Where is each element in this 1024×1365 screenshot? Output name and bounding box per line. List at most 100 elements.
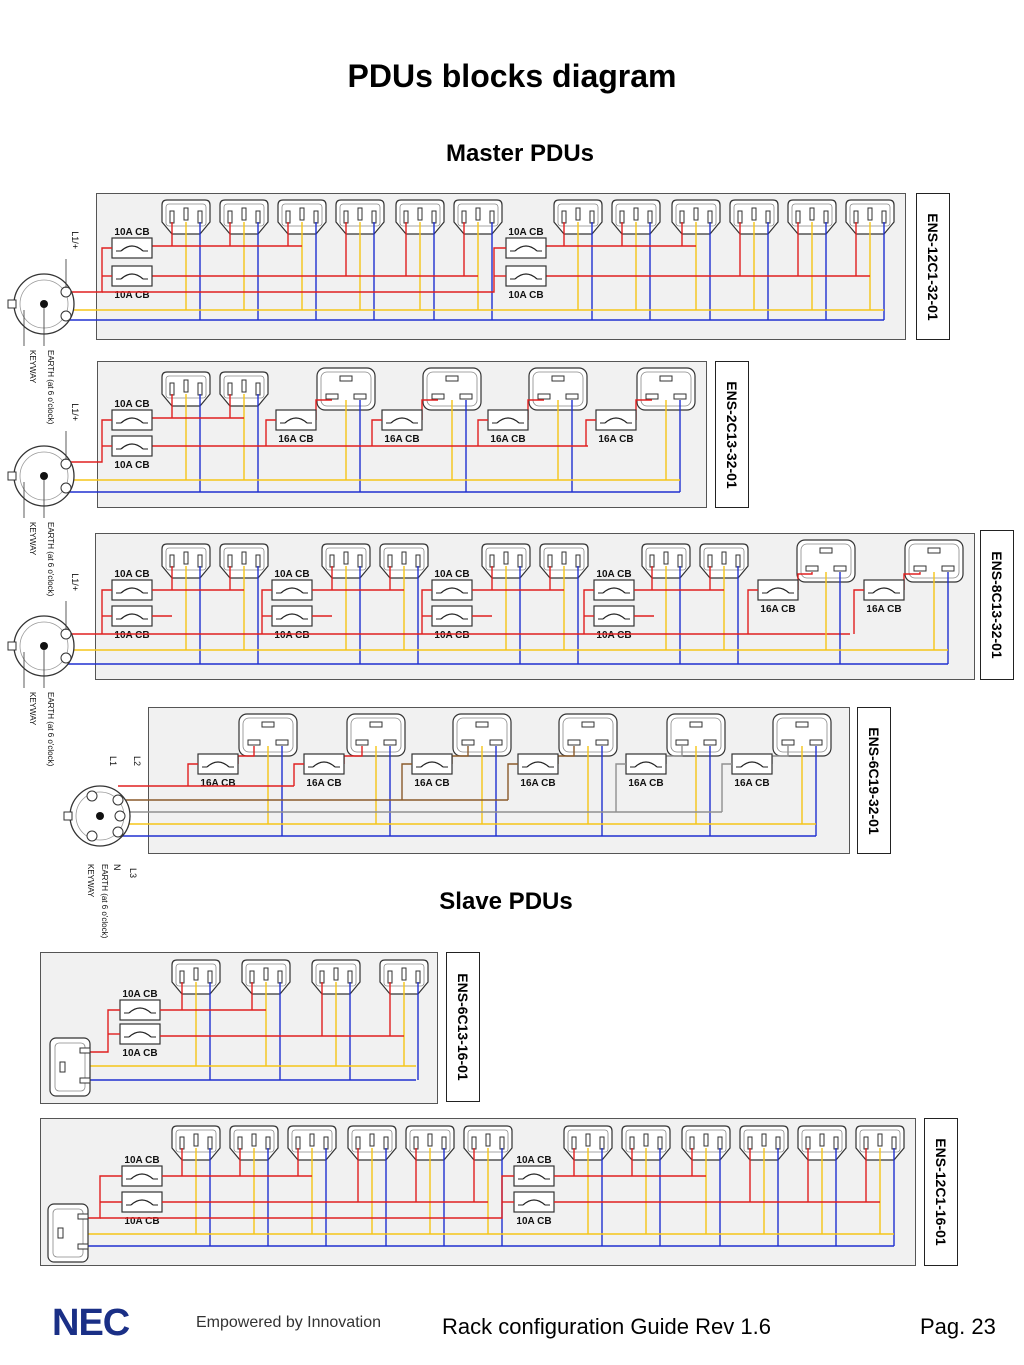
diagram-label: 10A CB xyxy=(114,290,149,301)
outlet-pin xyxy=(689,1136,695,1150)
diagram-label: 10A CB xyxy=(516,1216,551,1227)
outlet-pin xyxy=(795,721,809,728)
outlet-pin xyxy=(207,1136,213,1150)
circuit-breaker-icon xyxy=(111,435,153,457)
inlet-pin xyxy=(57,1227,64,1239)
circuit-breaker-icon xyxy=(111,265,153,287)
outlet-pin xyxy=(475,721,489,728)
diagram-label: 16A CB xyxy=(414,778,449,789)
outlet-pin xyxy=(677,554,683,568)
outlet-pin xyxy=(565,393,579,400)
outlet-pin xyxy=(401,967,407,981)
outlet-pin xyxy=(575,554,581,568)
outlet-pin xyxy=(193,1133,199,1147)
footer-page-number: Pag. 23 xyxy=(920,1314,996,1339)
breaker-symbol xyxy=(120,417,144,424)
outlet-pin xyxy=(649,554,655,568)
outlet-pin xyxy=(833,565,847,572)
breaker-symbol xyxy=(120,443,144,450)
wire xyxy=(401,763,412,800)
outlet-pin xyxy=(717,1136,723,1150)
circuit-breaker-icon xyxy=(111,605,153,627)
circuit-breaker-icon xyxy=(595,409,637,431)
diagram-label: 16A CB xyxy=(200,778,235,789)
outlet-pin xyxy=(169,554,175,568)
diagram-label: 10A CB xyxy=(114,399,149,410)
diagram-label: 10A CB xyxy=(274,630,309,641)
outlet-pin xyxy=(183,207,189,221)
slave-pdus-heading: Slave PDUs xyxy=(439,888,573,915)
outlet-pin xyxy=(721,551,727,565)
wire xyxy=(615,763,626,812)
connector-pin xyxy=(86,830,98,842)
circuit-breaker-icon xyxy=(197,753,239,775)
diagram-label: 10A CB xyxy=(508,227,543,238)
outlet-pin xyxy=(853,210,859,224)
outlet-pin xyxy=(703,1133,709,1147)
diagram-label: 10A CB xyxy=(114,569,149,580)
outlet-pin xyxy=(823,210,829,224)
diagram-label: 16A CB xyxy=(598,434,633,445)
pdu-label-box-ens-6c19-32-01: ENS-6C19-32-01 xyxy=(857,707,891,854)
wire xyxy=(747,589,758,634)
breaker-symbol xyxy=(128,1031,152,1038)
outlet-pin xyxy=(309,1133,315,1147)
inlet-inner xyxy=(54,1042,86,1092)
diagram-label: 10A CB xyxy=(596,569,631,580)
outlet-pin xyxy=(403,210,409,224)
outlet-pin xyxy=(265,1136,271,1150)
outlet-pin xyxy=(775,1136,781,1150)
diagram-label: 10A CB xyxy=(122,989,157,1000)
earth-pin xyxy=(40,472,48,480)
diagram-label: 10A CB xyxy=(596,630,631,641)
wire xyxy=(421,589,432,634)
outlet-pin xyxy=(737,210,743,224)
breaker-symbol xyxy=(130,1199,154,1206)
wire xyxy=(100,1175,514,1219)
circuit-breaker-icon xyxy=(505,237,547,259)
outlet-pin xyxy=(169,382,175,396)
wire xyxy=(853,589,864,634)
outlet-pin xyxy=(551,375,565,382)
page-title: PDUs blocks diagram xyxy=(347,58,677,94)
connector-pin xyxy=(86,790,98,802)
outlet-pin xyxy=(255,554,261,568)
outlet-pin xyxy=(237,1136,243,1150)
outlet-pin xyxy=(645,393,659,400)
circuit-breaker-icon xyxy=(275,409,317,431)
inlet-pin xyxy=(77,1243,89,1250)
wire xyxy=(80,1009,120,1053)
outlet-pin xyxy=(295,1136,301,1150)
diagram-label: 16A CB xyxy=(384,434,419,445)
breaker-symbol xyxy=(766,587,790,594)
breaker-symbol xyxy=(312,761,336,768)
circuit-breaker-icon xyxy=(731,753,773,775)
pin-n xyxy=(60,310,72,322)
outlet-pin xyxy=(927,547,941,554)
breaker-symbol xyxy=(120,613,144,620)
outlet-pin xyxy=(659,375,673,382)
pdu-label-box-ens-12c1-16-01: ENS-12C1-16-01 xyxy=(924,1118,958,1266)
circuit-breaker-icon xyxy=(625,753,667,775)
outlet-pin xyxy=(679,210,685,224)
outlet-pin xyxy=(735,554,741,568)
outlet-pin xyxy=(261,721,275,728)
inlet-c20-icon xyxy=(47,1203,89,1263)
circuit-breaker-icon xyxy=(593,605,635,627)
outlet-pin xyxy=(413,1136,419,1150)
outlet-pin xyxy=(703,739,717,746)
outlet-pin xyxy=(357,554,363,568)
pdu-panel-ens-6c13-16-01 xyxy=(40,952,438,1104)
outlet-pin xyxy=(561,551,567,565)
outlet-pin xyxy=(689,721,703,728)
breaker-symbol xyxy=(440,587,464,594)
outlet-pin xyxy=(707,210,713,224)
breaker-symbol xyxy=(522,1199,546,1206)
breaker-symbol xyxy=(522,1173,546,1180)
breaker-symbol xyxy=(634,761,658,768)
wire xyxy=(64,247,112,293)
diagram-label: EARTH (at 6 o'clock) xyxy=(46,692,55,767)
outlet-pin xyxy=(333,967,339,981)
diagram-label: 10A CB xyxy=(434,569,469,580)
circuit-breaker-icon xyxy=(517,753,559,775)
